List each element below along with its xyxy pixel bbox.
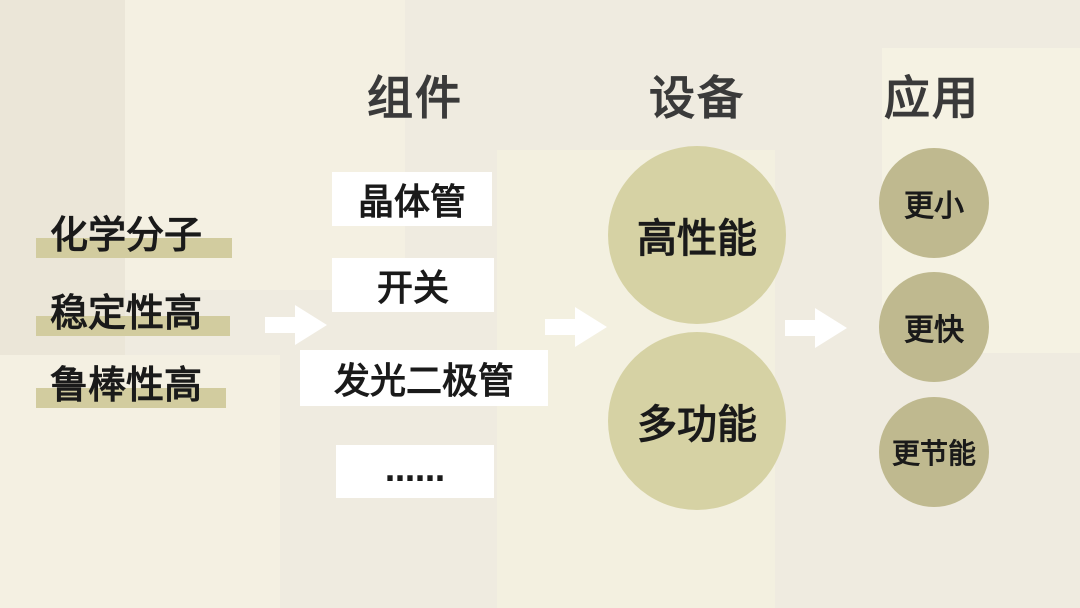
heading-devices: 设备 bbox=[649, 71, 745, 125]
device-multifunction: 多功能 bbox=[608, 332, 786, 510]
property-highlight bbox=[36, 316, 230, 336]
component-transistor: 晶体管 bbox=[332, 172, 492, 226]
application-energy-saving: 更节能 bbox=[879, 397, 989, 507]
component-led: 发光二极管 bbox=[300, 350, 548, 406]
property-highlight bbox=[36, 388, 226, 408]
property-item-high-robustness: 鲁棒性高 bbox=[36, 350, 226, 410]
arrow-right-icon bbox=[265, 305, 327, 345]
heading-applications: 应用 bbox=[884, 71, 980, 125]
heading-components: 组件 bbox=[367, 71, 463, 125]
arrow-right-icon bbox=[785, 308, 847, 348]
device-high-performance: 高性能 bbox=[608, 146, 786, 324]
application-faster: 更快 bbox=[879, 272, 989, 382]
property-label: 鲁棒性高 bbox=[50, 363, 203, 407]
arrow-right-icon bbox=[545, 307, 607, 347]
property-highlight bbox=[36, 238, 232, 258]
property-item-high-stability: 稳定性高 bbox=[36, 278, 230, 338]
property-label: 化学分子 bbox=[50, 213, 203, 257]
application-smaller: 更小 bbox=[879, 148, 989, 258]
component-switch: 开关 bbox=[332, 258, 494, 312]
property-item-chemical-molecule: 化学分子 bbox=[36, 200, 232, 260]
component-ellipsis: …… bbox=[336, 445, 494, 498]
property-label: 稳定性高 bbox=[50, 291, 203, 335]
